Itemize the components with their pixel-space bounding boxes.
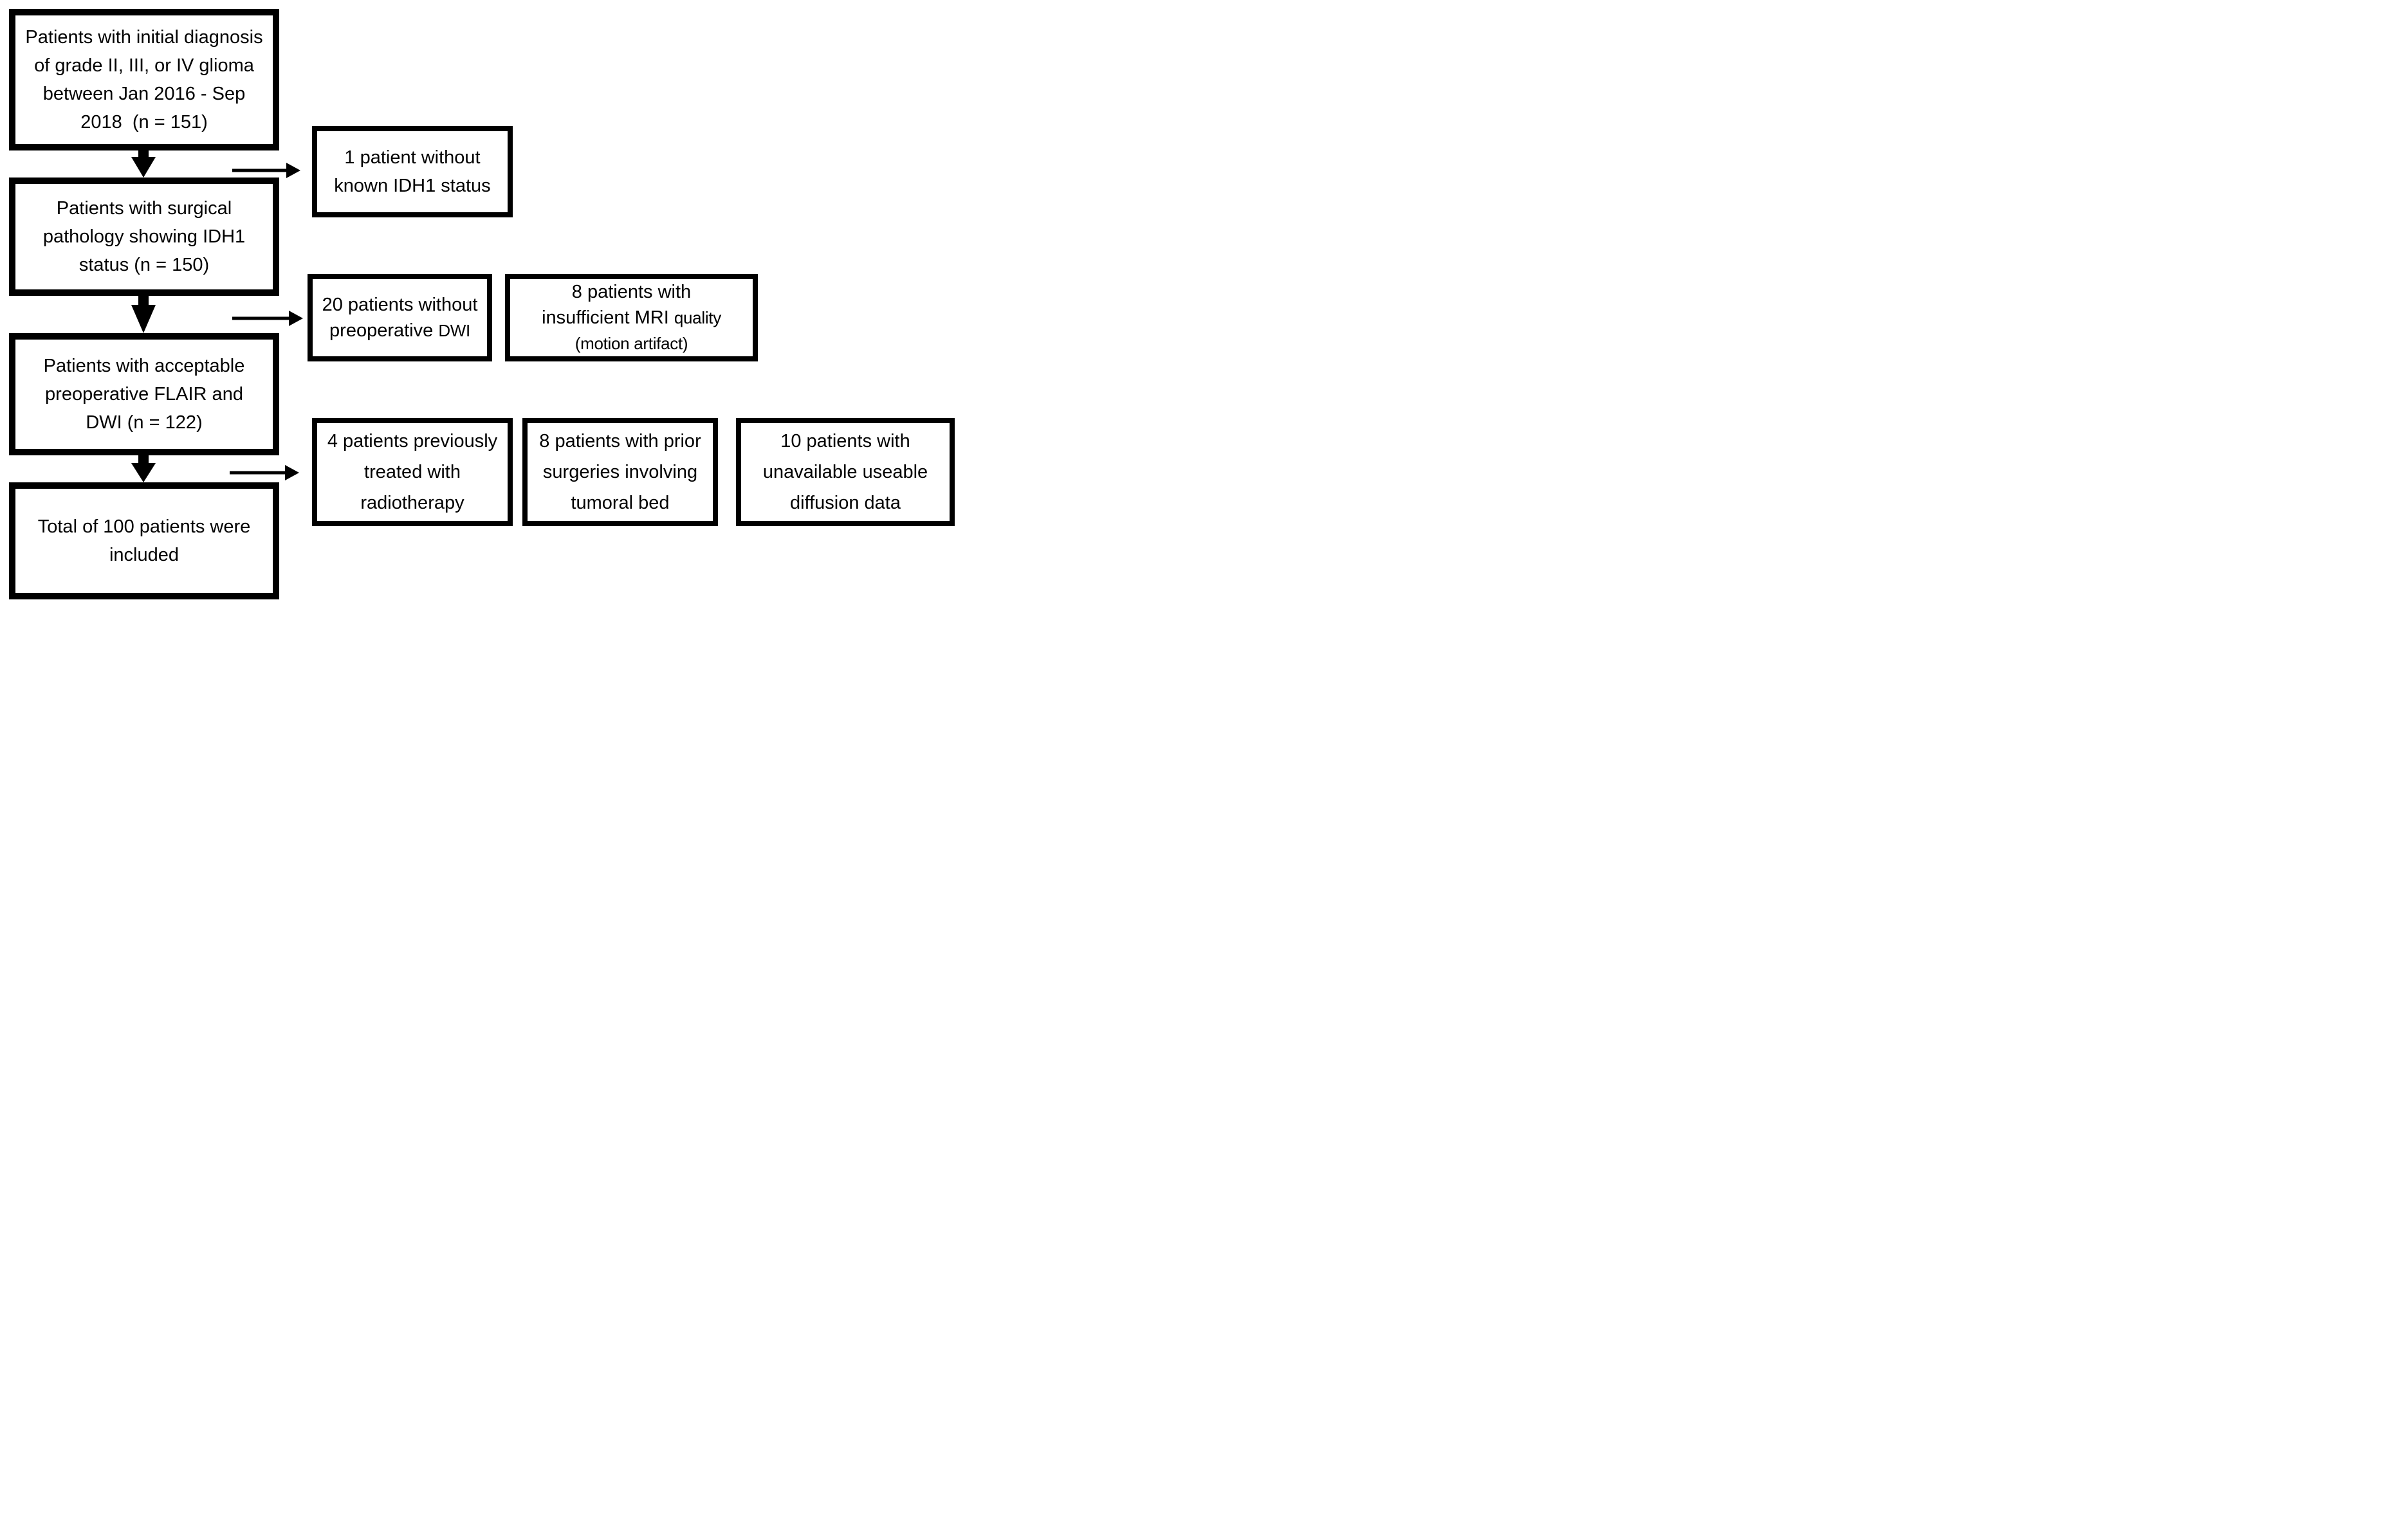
box-text-line: 2018 (n = 151) (80, 112, 208, 132)
box-text-line: (motion artifact) (574, 334, 688, 353)
right-arrow-icon (232, 311, 303, 326)
box-text-line: insufficient MRI quality (542, 305, 721, 331)
main-box-idh1-pathology: Patients with surgical pathology showing… (9, 178, 279, 296)
box-text-line: of grade II, III, or IV glioma (34, 55, 254, 76)
box-text-line: known IDH1 status (334, 176, 491, 196)
box-text-line: treated with (364, 462, 461, 482)
main-box-total-included: Total of 100 patients were included (9, 482, 279, 599)
box-text-line: radiotherapy (360, 493, 464, 513)
exclusion-box-no-preop-dwi: 20 patients without preoperative DWI (308, 274, 492, 361)
box-text-line: 4 patients previously (327, 431, 498, 451)
box-text-line: Total of 100 patients were (37, 516, 251, 537)
right-arrow-icon (232, 163, 300, 178)
box-text-line: DWI (n = 122) (86, 412, 203, 433)
box-text-line: Patients with initial diagnosis (25, 27, 263, 48)
box-text-line: 8 patients with prior (539, 431, 701, 451)
main-box-initial-diagnosis: Patients with initial diagnosis of grade… (9, 9, 279, 150)
right-arrow-icon (230, 465, 299, 480)
box-text-line: 20 patients without (322, 295, 478, 315)
box-text-line: preoperative FLAIR and (45, 384, 243, 405)
box-text-line: 1 patient without (344, 147, 481, 168)
exclusion-box-unusable-diffusion: 10 patients with unavailable useable dif… (736, 418, 955, 526)
box-text-line: pathology showing IDH1 (42, 226, 246, 247)
box-text-segment-alt-font: DWI (438, 321, 470, 340)
box-text-line: surgeries involving (542, 462, 698, 482)
box-text-line: Patients with acceptable (43, 356, 245, 376)
down-arrow-icon (131, 455, 156, 482)
box-text-line: between Jan 2016 - Sep (42, 84, 246, 104)
down-arrow-icon (131, 150, 156, 178)
exclusion-box-no-idh1-status: 1 patient without known IDH1 status (312, 126, 513, 217)
exclusion-box-prior-radiotherapy: 4 patients previously treated with radio… (312, 418, 513, 526)
box-text-line: unavailable useable (762, 462, 928, 482)
box-text-segment: preoperative (329, 320, 434, 341)
box-text-line: preoperative DWI (329, 318, 470, 343)
box-text-segment-alt-font: quality (674, 308, 721, 327)
box-text-segment: insufficient MRI (542, 307, 669, 328)
box-text-line: 8 patients with (571, 282, 692, 302)
down-arrow-icon (131, 296, 156, 333)
box-text-line: tumoral bed (571, 493, 670, 513)
main-box-acceptable-imaging: Patients with acceptable preoperative FL… (9, 333, 279, 455)
exclusion-box-insufficient-mri-quality: 8 patients with insufficient MRI quality… (505, 274, 758, 361)
patient-flow-diagram: Patients with initial diagnosis of grade… (0, 0, 963, 608)
box-text-line: Patients with surgical (56, 198, 232, 219)
exclusion-box-prior-surgeries: 8 patients with prior surgeries involvin… (522, 418, 718, 526)
box-text-line: 10 patients with (780, 431, 910, 451)
box-text-line: included (109, 545, 179, 565)
box-text-line: status (n = 150) (78, 255, 210, 275)
box-text-line: diffusion data (790, 493, 901, 513)
